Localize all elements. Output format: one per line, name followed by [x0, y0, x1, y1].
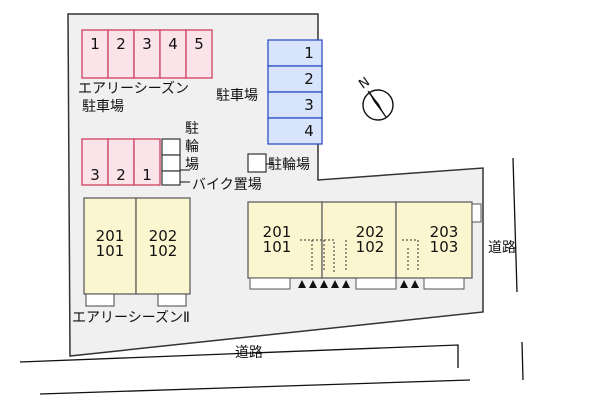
parking-stall-label: 3	[90, 166, 100, 184]
parking-top-stalls	[81, 29, 213, 79]
unit-number: 201	[95, 227, 125, 245]
unit-number: 202	[355, 223, 385, 241]
parking-stall	[133, 29, 161, 79]
road-bottom-label: 道路	[235, 345, 263, 361]
road-bottom	[19, 344, 471, 395]
parking-stall-label: 2	[116, 166, 126, 184]
parking-stall	[107, 138, 135, 186]
unit-number: 103	[429, 238, 459, 256]
parking-stall-label: 3	[304, 96, 314, 114]
airy-parking-label-line2: 駐車場	[82, 99, 124, 115]
building-left	[83, 197, 191, 307]
parking-stall	[267, 39, 323, 67]
parking-stall-label: 2	[304, 70, 314, 88]
unit-number: 102	[148, 242, 178, 260]
parking-stall	[267, 117, 323, 145]
parking-stall	[133, 138, 161, 186]
parking-right-stalls	[267, 39, 323, 145]
leader-lines	[180, 163, 274, 183]
unit-number: 203	[429, 223, 459, 241]
road-right-label: 道路	[488, 240, 516, 256]
bicycle-area-right	[247, 153, 267, 173]
parking-stall	[185, 29, 213, 79]
north-arrow-icon	[362, 89, 394, 121]
unit-number: 101	[95, 242, 125, 260]
building-left-name: エアリーシーズンⅡ	[72, 310, 190, 326]
parking-stall	[107, 29, 135, 79]
parking-stall-label: 2	[116, 35, 126, 53]
parking-right-label: 駐車場	[216, 88, 258, 104]
parking-stall-label: 4	[168, 35, 178, 53]
parking-middle-stalls	[81, 138, 161, 186]
unit-number: 202	[148, 227, 178, 245]
parking-stall-label: 1	[90, 35, 100, 53]
bicycle-parking-right-label: 駐輪場	[268, 157, 310, 173]
parking-stall	[81, 138, 109, 186]
bicycle-parking-left-label: 駐輪場	[185, 121, 199, 173]
parking-stall-label: 1	[142, 166, 152, 184]
entrance-arrow-icons	[298, 280, 419, 288]
unit-number: 102	[355, 238, 385, 256]
parking-stall-label: 5	[194, 35, 204, 53]
unit-number: 101	[262, 238, 292, 256]
building-right	[247, 201, 482, 290]
airy-parking-label: エアリーシーズン	[78, 81, 190, 97]
bike-parking-label: バイク置場	[192, 177, 262, 193]
parking-stall-label: 1	[304, 44, 314, 62]
parking-stall-label: 4	[304, 122, 314, 140]
unit-number: 201	[262, 223, 292, 241]
parking-stall-label: 3	[142, 35, 152, 53]
bicycle-area-left	[161, 138, 181, 186]
road-right	[512, 157, 524, 381]
